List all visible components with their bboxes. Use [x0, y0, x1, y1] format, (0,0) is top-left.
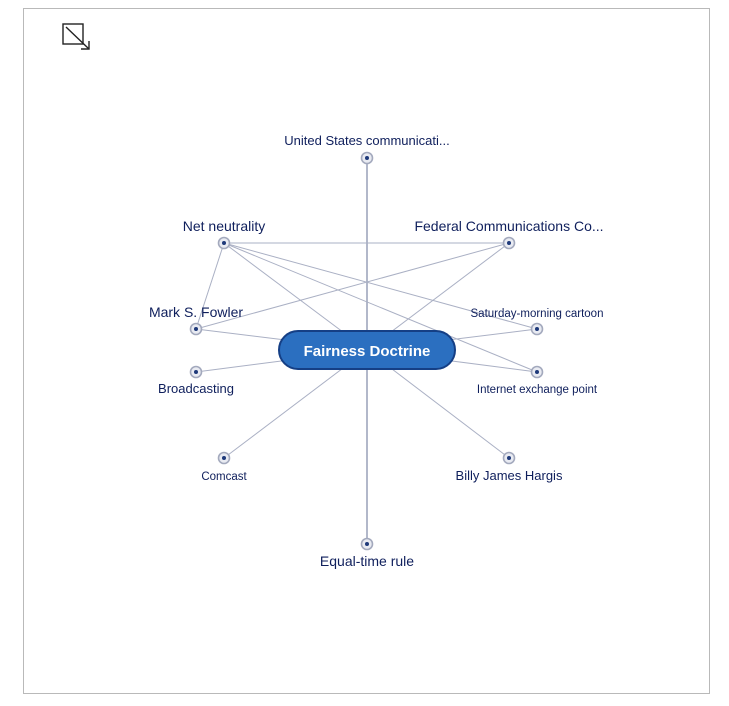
graph-node-net-neutrality[interactable]: Net neutrality [183, 218, 265, 250]
nodes-layer: United States communicati... Net neutrali… [149, 133, 604, 569]
node-dot-center-us-comm [365, 156, 369, 160]
edge-net-neutrality-saturday-cartoon [223, 242, 538, 330]
center-pill[interactable] [278, 330, 456, 370]
node-label-comcast[interactable]: Comcast [201, 471, 247, 483]
node-dot-center-net-neutrality [222, 241, 226, 245]
graph-node-broadcasting[interactable]: Broadcasting [158, 365, 234, 397]
node-dot-center-equal-time [365, 542, 369, 546]
node-dot-center-fcc [507, 241, 511, 245]
expand-arrow-icon[interactable] [62, 22, 92, 52]
node-label-ixp[interactable]: Internet exchange point [477, 384, 598, 396]
node-dot-center-saturday-cartoon [535, 327, 539, 331]
node-dot-center-comcast [222, 456, 226, 460]
graph-node-fcc[interactable]: Federal Communications Co... [414, 218, 604, 250]
node-label-saturday-cartoon[interactable]: Saturday-morning cartoon [471, 308, 604, 320]
node-label-us-comm[interactable]: United States communicati... [284, 133, 449, 148]
node-dot-center-billy-hargis [507, 456, 511, 460]
node-label-fcc[interactable]: Federal Communications Co... [414, 218, 603, 234]
center-node[interactable]: Fairness Doctrine [278, 330, 456, 370]
node-label-equal-time[interactable]: Equal-time rule [320, 553, 414, 569]
graph-node-billy-hargis[interactable]: Billy James Hargis [456, 451, 563, 484]
graph-node-us-comm[interactable]: United States communicati... [284, 133, 450, 165]
node-label-net-neutrality[interactable]: Net neutrality [183, 218, 265, 234]
node-dot-center-broadcasting [194, 370, 198, 374]
node-dot-center-ixp [535, 370, 539, 374]
graph-node-comcast[interactable]: Comcast [201, 451, 247, 484]
edge-mark-fowler-fcc [195, 242, 510, 330]
node-dot-center-mark-fowler [194, 327, 198, 331]
graph-node-saturday-cartoon[interactable]: Saturday-morning cartoon [471, 308, 604, 336]
edge-net-neutrality-mark-fowler [195, 242, 225, 330]
graph-node-mark-fowler[interactable]: Mark S. Fowler [149, 304, 243, 336]
center-label: Fairness Doctrine [304, 343, 431, 360]
edge-net-neutrality-ixp [223, 242, 538, 373]
graph-node-ixp[interactable]: Internet exchange point [477, 365, 598, 397]
node-label-billy-hargis[interactable]: Billy James Hargis [456, 468, 563, 483]
node-label-mark-fowler[interactable]: Mark S. Fowler [149, 304, 243, 320]
node-label-broadcasting[interactable]: Broadcasting [158, 381, 234, 396]
graph-node-equal-time[interactable]: Equal-time rule [320, 537, 414, 570]
